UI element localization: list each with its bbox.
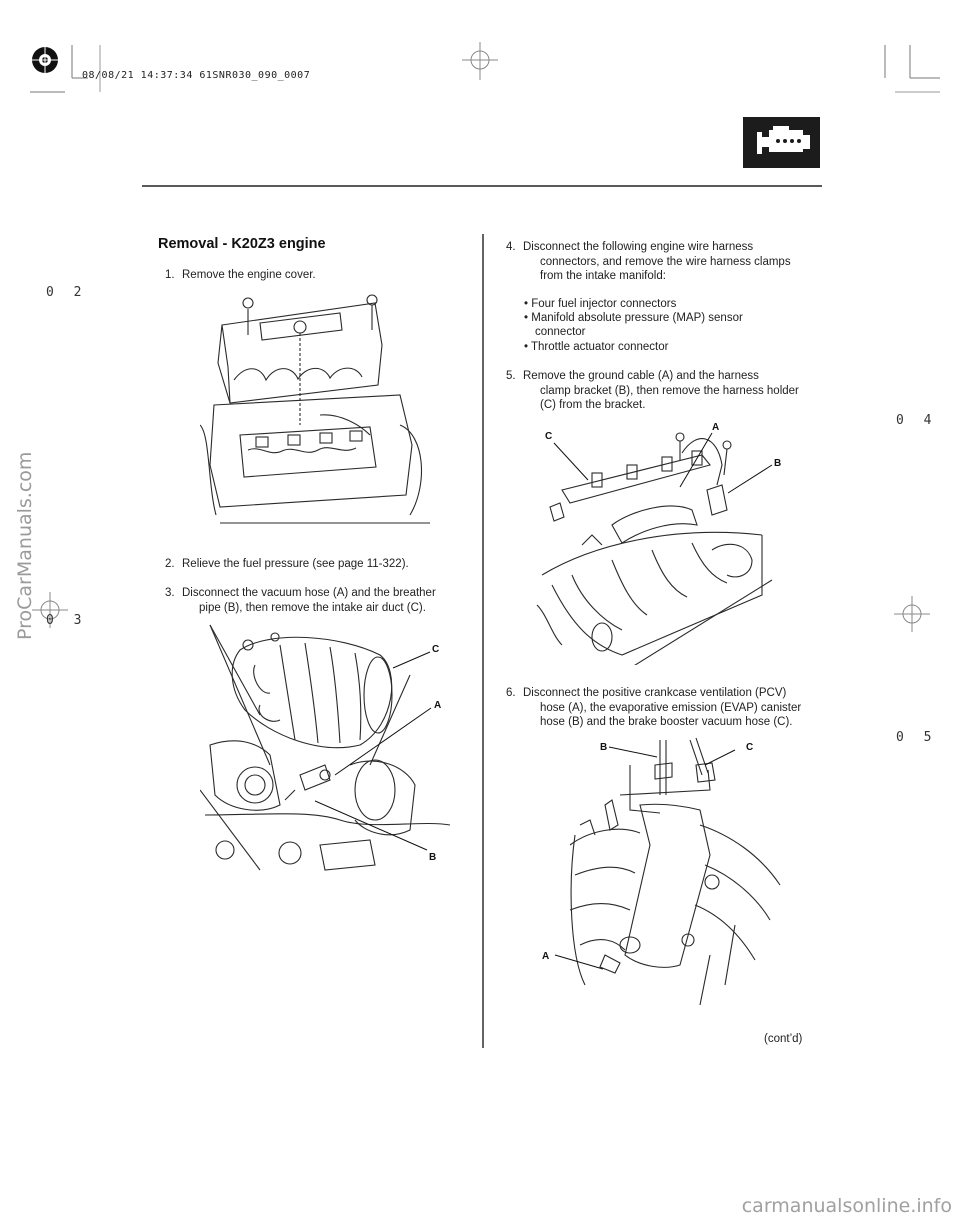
callout-label: C <box>432 644 440 655</box>
engine-cover-figure <box>200 294 430 524</box>
step-text-line: connectors, and remove the wire harness … <box>540 255 791 268</box>
side-watermark: ProCarManuals.com <box>14 451 36 640</box>
bullet-item: • Manifold absolute pressure (MAP) senso… <box>524 312 743 324</box>
margin-mark-left-bottom: 0 3 <box>46 613 88 628</box>
step-text-line: (C) from the bracket. <box>540 399 646 411</box>
step-text-line: clamp bracket (B), then remove the harne… <box>540 384 799 397</box>
engine-icon <box>743 117 820 168</box>
margin-mark-right-bottom: 0 5 <box>896 730 938 745</box>
step-text-line: Disconnect the following engine wire har… <box>523 241 754 253</box>
step-3: 3. Disconnect the vacuum hose (A) and th… <box>165 586 465 615</box>
step-text-line: hose (A), the evaporative emission (EVAP… <box>540 701 802 714</box>
callout-label: B <box>429 852 437 863</box>
continued-note: (cont’d) <box>764 1033 803 1045</box>
step-6: 6. Disconnect the positive crankcase ven… <box>506 686 826 730</box>
bullet-item: connector <box>535 325 586 340</box>
step-5: 5. Remove the ground cable (A) and the h… <box>506 369 826 413</box>
callout-leaders-fig5 <box>553 432 773 494</box>
callout-label: A <box>434 700 442 711</box>
bullet-text: Four fuel injector connectors <box>531 298 677 310</box>
harness-bracket-figure <box>536 432 773 665</box>
step-text-line: Disconnect the positive crankcase ventil… <box>523 687 787 699</box>
step-number: 2. <box>165 558 175 570</box>
step-number: 3. <box>165 587 175 599</box>
print-stamp: 08/08/21 14:37:34 61SNR030_090_0007 <box>82 70 311 81</box>
bullet-text: Throttle actuator connector <box>531 341 669 353</box>
intake-duct-figure <box>200 624 451 871</box>
bullet-item: • Four fuel injector connectors <box>524 298 677 310</box>
step-number: 1. <box>165 269 175 281</box>
step-text-line: pipe (B), then remove the intake air duc… <box>199 601 426 614</box>
step-4: 4. Disconnect the following engine wire … <box>506 240 826 284</box>
step-text-line: hose (B) and the brake booster vacuum ho… <box>540 716 793 728</box>
callout-label: A <box>542 951 550 962</box>
step-number: 4. <box>506 241 516 253</box>
bullet-item: • Throttle actuator connector <box>524 341 669 353</box>
callout-label: C <box>746 742 754 753</box>
step-text-line: Remove the ground cable (A) and the harn… <box>523 370 759 382</box>
step-1: 1. Remove the engine cover. <box>165 268 465 283</box>
callout-label: B <box>600 742 608 753</box>
bottom-watermark: carmanualsonline.info <box>741 1195 952 1217</box>
step-2: 2. Relieve the fuel pressure (see page 1… <box>165 557 465 572</box>
callout-leaders-fig3 <box>315 651 432 851</box>
step-text-line: Disconnect the vacuum hose (A) and the b… <box>182 587 436 599</box>
callout-leaders-fig6 <box>554 746 736 970</box>
pcv-evap-hose-figure <box>569 737 781 1005</box>
margin-mark-right-top: 0 4 <box>896 413 938 428</box>
callout-label: C <box>545 431 553 442</box>
section-title: Removal - K20Z3 engine <box>158 236 326 252</box>
step-text: Remove the engine cover. <box>182 269 316 281</box>
callout-label: A <box>712 422 720 433</box>
step-number: 6. <box>506 687 516 699</box>
bullet-text: connector <box>535 326 586 338</box>
step-number: 5. <box>506 370 516 382</box>
callout-label: B <box>774 458 782 469</box>
step-text-line: from the intake manifold: <box>540 270 666 282</box>
bullet-text: Manifold absolute pressure (MAP) sensor <box>531 312 743 324</box>
step-text: Relieve the fuel pressure (see page 11-3… <box>182 558 409 570</box>
margin-mark-left-top: 0 2 <box>46 285 88 300</box>
